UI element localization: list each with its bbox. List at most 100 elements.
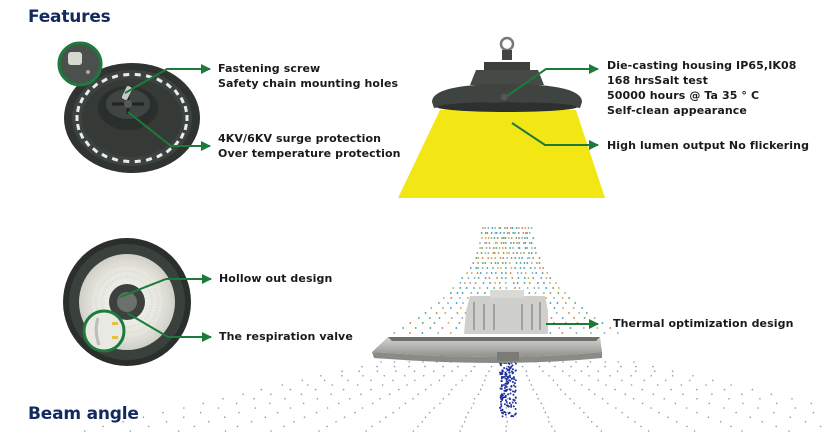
airflow-dot	[224, 430, 227, 432]
airflow-dot	[472, 402, 475, 405]
airflow-dot	[562, 307, 565, 309]
airflow-dot	[500, 411, 503, 414]
airflow-dot	[513, 399, 516, 402]
label-line: Hollow out design	[219, 272, 333, 285]
label-line: 168 hrsSalt test	[607, 74, 708, 87]
vent-slot	[123, 72, 130, 77]
airflow-dot	[588, 388, 590, 391]
airflow-dot	[530, 247, 533, 249]
airflow-dot	[643, 379, 646, 382]
airflow-dot	[510, 237, 513, 239]
airflow-dot	[485, 272, 488, 274]
airflow-dot	[499, 400, 502, 403]
airflow-dot	[500, 405, 503, 408]
airflow-dot	[499, 373, 502, 376]
airflow-dot	[789, 416, 792, 419]
airflow-dot	[578, 407, 581, 409]
airflow-dot	[473, 287, 475, 289]
label-line: Safety chain mounting holes	[218, 77, 399, 90]
airflow-dot	[586, 312, 588, 314]
airflow-dot	[362, 375, 364, 377]
airflow-dot	[593, 317, 596, 319]
airflow-dot	[505, 375, 508, 378]
airflow-dot	[508, 252, 511, 254]
airflow-dot	[502, 257, 505, 259]
airflow-dot	[276, 411, 279, 414]
airflow-dot	[546, 272, 549, 274]
airflow-dot	[486, 232, 489, 234]
airflow-dot	[486, 287, 489, 289]
airflow-dot	[670, 388, 672, 391]
airflow-dot	[530, 262, 533, 264]
airflow-dot	[289, 388, 292, 391]
airflow-dot	[509, 366, 512, 369]
airflow-dot	[469, 282, 472, 284]
airflow-dot	[417, 317, 420, 319]
airflow-dot	[647, 430, 650, 432]
airflow-dot	[511, 372, 514, 375]
airflow-dot	[502, 237, 505, 239]
airflow-dot	[474, 282, 477, 284]
airflow-dot	[506, 388, 509, 391]
vent-slot	[165, 147, 173, 154]
airflow-dot	[501, 369, 504, 372]
airflow-dot	[692, 375, 694, 377]
airflow-dot	[542, 370, 544, 373]
airflow-dot	[393, 332, 396, 334]
airflow-dot	[564, 302, 567, 304]
vent-slot	[101, 152, 108, 159]
airflow-dot	[501, 409, 504, 412]
airflow-dot	[518, 247, 521, 249]
airflow-dot	[532, 237, 535, 239]
airflow-dot	[531, 272, 534, 274]
airflow-dot	[569, 398, 572, 400]
airflow-dot	[461, 292, 464, 294]
airflow-dot	[463, 421, 466, 423]
airflow-dot	[482, 282, 485, 284]
airflow-dot	[597, 379, 599, 382]
airflow-dot	[555, 312, 558, 314]
airflow-dot	[507, 365, 510, 368]
airflow-dot	[596, 425, 598, 428]
airflow-dot	[522, 242, 525, 244]
airflow-dot	[499, 287, 502, 289]
callout-lumen: High lumen output No flickering	[607, 138, 809, 153]
airflow-dot	[680, 384, 683, 386]
airflow-dot	[534, 252, 537, 254]
airflow-dot	[512, 405, 515, 408]
airflow-dot	[508, 402, 511, 405]
label-line: Over temperature protection	[218, 147, 401, 160]
airflow-dot	[538, 262, 541, 264]
airflow-dot	[439, 402, 441, 405]
airflow-dot	[511, 401, 514, 404]
airflow-dot	[458, 322, 461, 324]
airflow-dot	[500, 242, 503, 244]
airflow-dot	[459, 307, 462, 309]
airflow-dot	[501, 262, 504, 264]
airflow-dot	[526, 232, 529, 234]
airflow-dot	[581, 307, 584, 309]
airflow-dot	[542, 407, 545, 409]
airflow-dot	[502, 384, 505, 387]
airflow-dot	[696, 411, 698, 414]
airflow-dot	[735, 411, 737, 414]
airflow-dot	[417, 425, 419, 428]
airflow-dot	[519, 267, 522, 269]
airflow-dot	[526, 237, 529, 239]
callout-fastening: Fastening screw Safety chain mounting ho…	[218, 61, 398, 91]
airflow-dot	[509, 272, 512, 274]
airflow-dot	[392, 411, 395, 414]
airflow-dot	[604, 361, 607, 363]
airflow-dot	[147, 425, 150, 428]
vent-slot	[179, 96, 185, 104]
airflow-dot	[671, 375, 674, 377]
airflow-dot	[302, 402, 305, 405]
airflow-dot	[664, 379, 667, 382]
airflow-dot	[490, 272, 493, 274]
airflow-dot	[459, 287, 462, 289]
vent-slot	[183, 105, 188, 113]
airflow-dot	[512, 232, 515, 234]
airflow-dot	[505, 370, 508, 373]
airflow-dot	[449, 307, 452, 309]
airflow-dot	[129, 430, 132, 432]
